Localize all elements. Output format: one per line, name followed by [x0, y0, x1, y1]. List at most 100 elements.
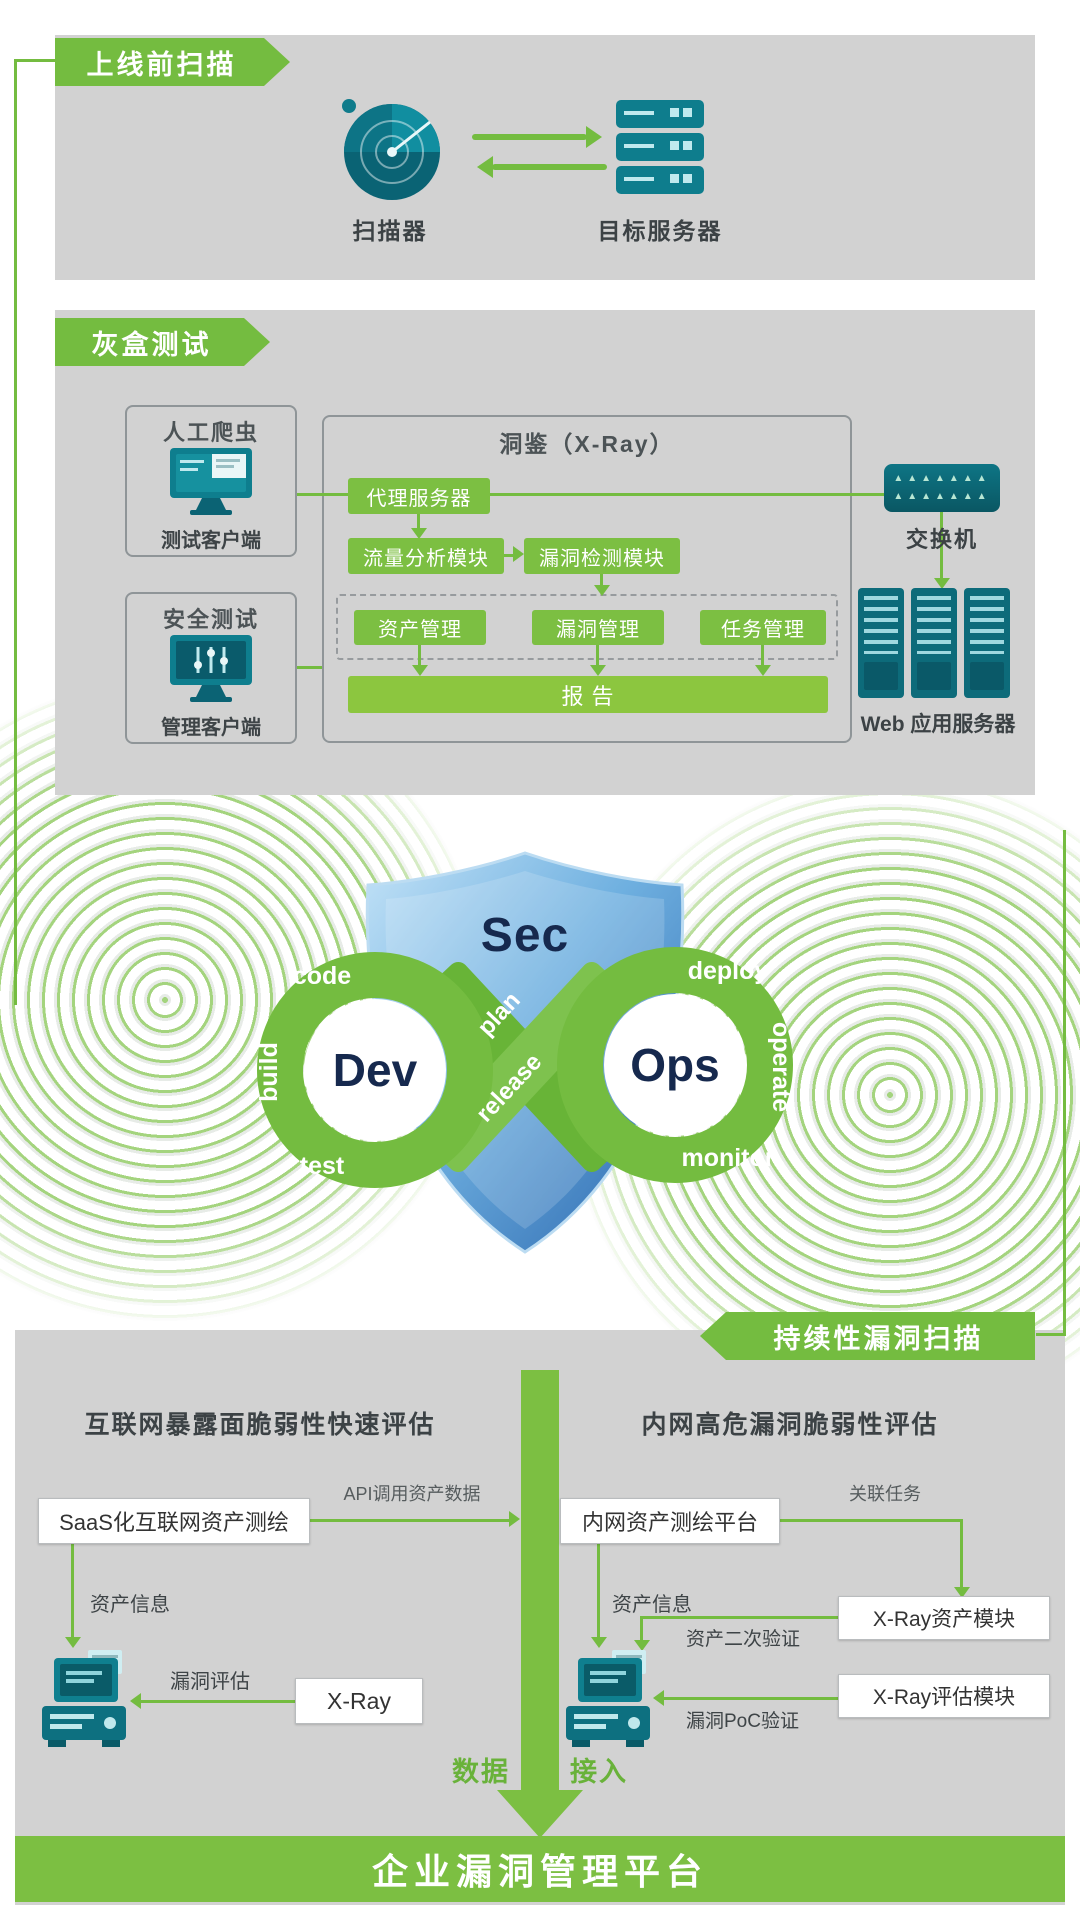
scan-arrow-right-line: [472, 134, 587, 140]
api-call-label: API调用资产数据: [343, 1484, 481, 1504]
arrowhead-vulnm-report: [590, 665, 606, 676]
scan-arrow-right-head: [586, 126, 602, 148]
arrowhead-switch-servers: [934, 578, 950, 589]
connector-vuln-modules: [600, 574, 603, 587]
management-modules-group: [336, 594, 838, 660]
web-server-label: Web 应用服务器: [860, 713, 1016, 736]
xray-assess-module-box: X-Ray评估模块: [838, 1674, 1050, 1718]
connector-assess-module: [664, 1697, 838, 1700]
xray-platform-title: 洞鉴（X-Ray）: [499, 431, 675, 457]
code-label: code: [293, 962, 351, 990]
server-tower: [964, 588, 1010, 698]
asset-management-module: 资产管理: [354, 610, 486, 645]
xray-box: X-Ray: [295, 1678, 423, 1724]
poc-verify-label: 漏洞PoC验证: [686, 1711, 799, 1732]
left-flow-title: 互联网暴露面脆弱性快速评估: [84, 1411, 436, 1439]
test-label: test: [300, 1152, 345, 1180]
related-task-label: 关联任务: [849, 1484, 921, 1504]
data-ingest-arrow-head: [497, 1790, 583, 1838]
report-bar: 报 告: [348, 676, 828, 713]
asset-info-left-label: 资产信息: [90, 1594, 170, 1616]
build-label: build: [255, 1042, 283, 1102]
switch-ports-row-2: ▲▲▲▲▲▲▲: [893, 492, 991, 502]
monitor-label: monitor: [681, 1144, 774, 1172]
proxy-server-button: 代理服务器: [348, 478, 490, 514]
deploy-label: deploy: [688, 957, 769, 985]
arrowhead-saas-arrow: [509, 1511, 520, 1527]
scanner-label: 扫描器: [352, 218, 428, 244]
security-test-box: 安全测试: [125, 592, 297, 744]
test-client-monitor-icon: [168, 446, 254, 518]
banner-prescan-label: 上线前扫描: [86, 49, 237, 80]
arrowhead-intranet-task: [954, 1587, 970, 1598]
arrowhead-task-report: [755, 665, 771, 676]
traffic-analysis-module: 流量分析模块: [348, 538, 504, 574]
banner-graybox-label: 灰盒测试: [91, 329, 212, 360]
flow-connector-left-stub: [17, 59, 57, 62]
task-management-module: 任务管理: [700, 610, 826, 645]
switch-label: 交换机: [905, 527, 978, 552]
xray-asset-module-box: X-Ray资产模块: [838, 1596, 1050, 1640]
arrowhead-saas-workstation: [65, 1637, 81, 1648]
workstation-icon-right: [562, 1648, 654, 1756]
connector-intranet-workstation: [597, 1544, 600, 1639]
banner-continuous: 持续性漏洞扫描: [700, 1312, 1035, 1360]
flow-connector-right-stub: [1036, 1333, 1066, 1336]
devops-infinity-icon: Dev Ops code build test plan release dep…: [190, 905, 870, 1235]
server-tower: [911, 588, 957, 698]
banner-prescan: 上线前扫描: [55, 38, 290, 86]
connector-asset-report: [418, 645, 421, 666]
saas-asset-mapping-box: SaaS化互联网资产测绘: [38, 1498, 310, 1544]
connector-intranet-task-v: [960, 1519, 963, 1589]
connector-switch-servers: [940, 512, 943, 580]
test-client-label: 测试客户端: [161, 530, 261, 552]
data-label: 数据: [452, 1757, 510, 1787]
arrowhead-assess-module: [653, 1690, 664, 1706]
security-test-box-title: 安全测试: [162, 607, 259, 632]
connector-vulnm-report: [596, 645, 599, 666]
arrowhead-asset-module: [634, 1640, 650, 1651]
scan-arrow-left-line: [492, 164, 607, 170]
connector-proxy-switch: [490, 493, 884, 496]
intranet-asset-mapping-box: 内网资产测绘平台: [560, 1498, 780, 1544]
arrowhead-vuln-modules: [594, 585, 610, 596]
connector-saas-workstation: [71, 1544, 74, 1639]
operate-label: operate: [767, 1022, 795, 1112]
arrowhead-xray-workstation: [130, 1693, 141, 1709]
vuln-assess-label: 漏洞评估: [170, 1671, 250, 1693]
connector-traffic-vuln: [504, 554, 514, 557]
arrowhead-intranet-workstation: [591, 1637, 607, 1648]
crawler-box-title: 人工爬虫: [162, 420, 259, 445]
target-server-label: 目标服务器: [597, 218, 723, 244]
connector-asset-module-h: [640, 1616, 838, 1619]
enterprise-platform-bar: 企业漏洞管理平台: [15, 1836, 1065, 1902]
arrowhead-proxy-traffic: [411, 528, 427, 539]
radar-scanner-icon: [335, 94, 445, 204]
connector-xray-workstation: [141, 1700, 295, 1703]
switch-ports-row-1: ▲▲▲▲▲▲▲: [893, 474, 991, 484]
ops-label: Ops: [630, 1039, 719, 1091]
crawler-box: 人工爬虫: [125, 405, 297, 557]
connector-proxy-traffic: [417, 514, 420, 530]
connector-asset-module-v: [640, 1616, 643, 1642]
management-client-label: 管理客户端: [161, 717, 261, 739]
connector-saas-arrow: [310, 1519, 510, 1522]
banner-continuous-label: 持续性漏洞扫描: [773, 1323, 984, 1354]
right-flow-title: 内网高危漏洞脆弱性评估: [641, 1411, 939, 1439]
dev-label: Dev: [333, 1044, 418, 1096]
network-switch-icon: ▲▲▲▲▲▲▲ ▲▲▲▲▲▲▲: [884, 464, 1000, 512]
target-server-icon: [612, 96, 708, 200]
flow-connector-right: [1063, 830, 1066, 1336]
workstation-icon-left: [38, 1648, 130, 1756]
access-label: 接入: [570, 1757, 628, 1787]
connector-crawler-proxy: [297, 493, 348, 496]
xray-platform-box: 洞鉴（X-Ray）: [322, 415, 852, 743]
banner-graybox: 灰盒测试: [55, 318, 270, 366]
connector-task-report: [761, 645, 764, 666]
vuln-detection-module: 漏洞检测模块: [524, 538, 680, 574]
scan-arrow-left-head: [477, 156, 493, 178]
asset-reverify-label: 资产二次验证: [686, 1629, 801, 1650]
arrowhead-traffic-vuln: [513, 546, 524, 562]
web-server-icon: [858, 588, 1010, 698]
